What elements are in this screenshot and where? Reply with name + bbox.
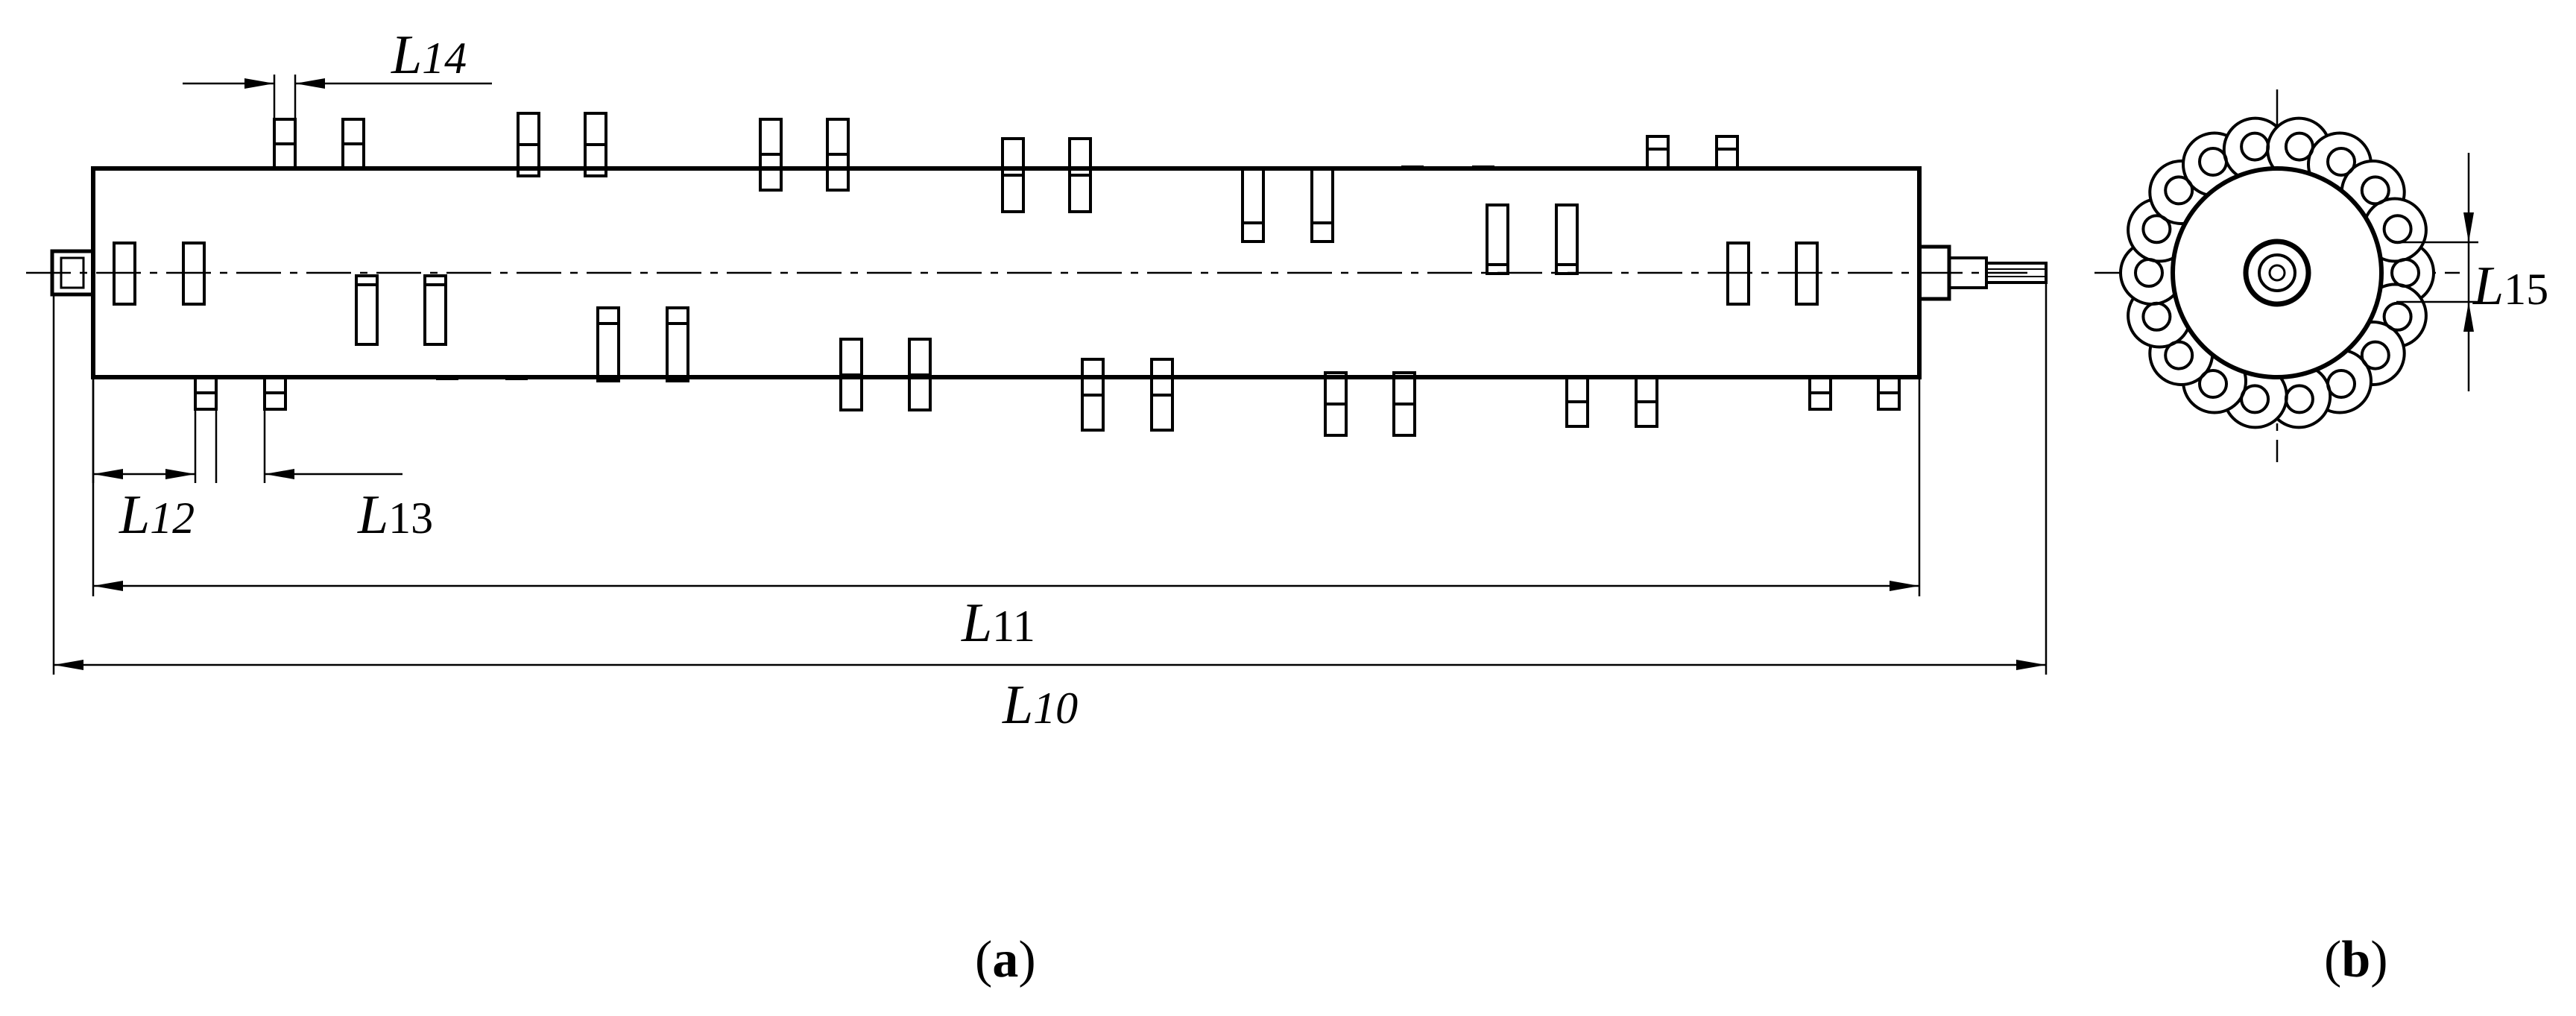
end-view [2094, 89, 2478, 462]
dimension-l15 [2396, 153, 2478, 391]
blades-top-outer [273, 112, 1739, 213]
blade [1486, 203, 1509, 275]
blades-upper-inner [1241, 167, 1579, 275]
dimension-l11 [92, 377, 1921, 596]
blade [113, 242, 136, 306]
label-l10: L10 [1002, 675, 1078, 736]
blade [596, 306, 620, 382]
flail-pin-hole [2134, 258, 2164, 288]
blade [1726, 242, 1750, 306]
flail-pin-hole [2382, 301, 2413, 332]
blades-centerline [113, 242, 1819, 306]
label-l12: L12 [119, 485, 195, 546]
hub-inner [2268, 264, 2286, 282]
blade [423, 274, 447, 346]
flail-pin-hole [2360, 175, 2390, 206]
flail-pin-hole [2390, 258, 2420, 288]
blade [355, 274, 379, 346]
blade [182, 242, 206, 306]
label-l15: L15 [2472, 256, 2548, 317]
flail-pin-hole [2164, 175, 2194, 206]
flail-pin-hole [2326, 147, 2356, 177]
left-shaft-nut [60, 256, 85, 289]
dimension-l12-l13 [92, 377, 402, 483]
label-l13: L13 [357, 485, 433, 546]
hub-middle [2258, 253, 2296, 292]
caption-b: (b) [2324, 931, 2388, 988]
flail-pin-hole [2284, 131, 2314, 162]
flail-pin-hole [2164, 340, 2194, 370]
hub-outer [2243, 239, 2311, 307]
caption-a: (a) [975, 931, 1036, 988]
label-l11: L11 [961, 593, 1035, 654]
drum-disc [2171, 166, 2384, 379]
right-shaft-spline [1985, 262, 2048, 284]
blade [1795, 242, 1819, 306]
flail-pin-hole [2326, 369, 2356, 399]
blade [1310, 167, 1334, 243]
flail-pin-hole [2284, 384, 2314, 414]
blade [1241, 167, 1265, 243]
flail-pin-hole [2240, 131, 2270, 162]
blade [1555, 203, 1579, 275]
label-l14: L14 [391, 25, 467, 86]
blades-bottom-outer [194, 338, 1901, 437]
flail-pin-hole [2141, 301, 2172, 332]
blade [1715, 135, 1739, 170]
side-view [26, 75, 2048, 675]
dimension-l14 [183, 75, 492, 119]
flail-pin-hole [2240, 384, 2270, 414]
flail-pin-hole [2141, 214, 2172, 244]
dimension-l10 [52, 283, 2048, 675]
blades-lower-inner [355, 274, 689, 382]
blade [1646, 135, 1670, 170]
blade [666, 306, 689, 382]
flail-pin-hole [2198, 147, 2228, 177]
flail-pin-hole [2198, 369, 2228, 399]
flail-pin-hole [2360, 340, 2390, 370]
